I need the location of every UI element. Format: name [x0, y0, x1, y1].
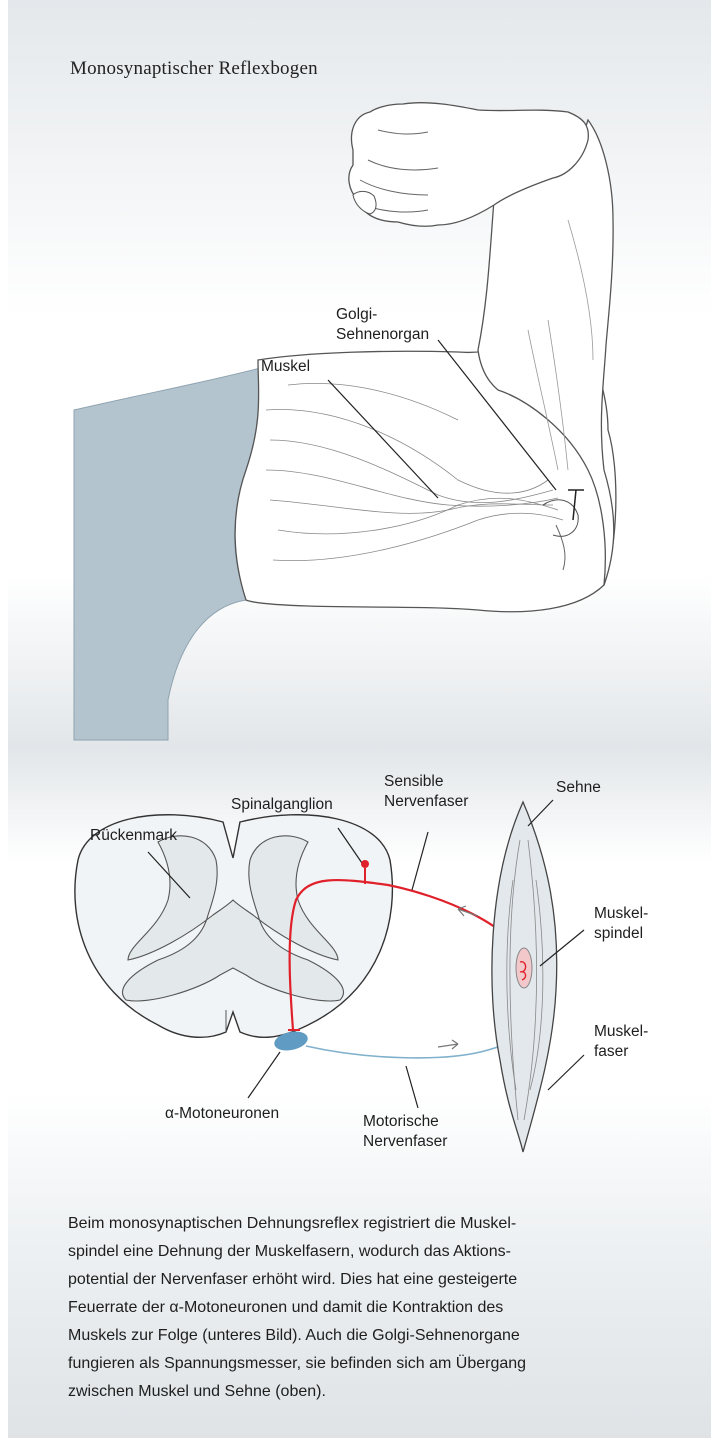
- label-motoneuronen: α-Motoneuronen: [165, 1104, 279, 1124]
- motorische-leader: [406, 1066, 418, 1108]
- sensible-leader: [412, 832, 428, 890]
- motoneuron-leader: [248, 1052, 280, 1098]
- label-muskelspindel: Muskel- spindel: [594, 904, 648, 944]
- label-muskelfaser: Muskel- faser: [594, 1022, 648, 1062]
- muskelspindel-body: [516, 948, 532, 988]
- muskelfaser-leader: [548, 1055, 584, 1090]
- label-sehne: Sehne: [556, 778, 601, 798]
- label-motorische-nervenfaser: Motorische Nervenfaser: [363, 1112, 447, 1152]
- spinal-diagram: [8, 0, 711, 1200]
- label-rueckenmark: Rückenmark: [90, 826, 177, 846]
- caption-line: Feuerrate der α-Motoneuronen und damit d…: [68, 1294, 668, 1322]
- caption-line: Beim monosynaptischen Dehnungsreflex reg…: [68, 1210, 668, 1238]
- sehne-leader: [528, 800, 553, 826]
- caption-line: Muskels zur Folge (unteres Bild). Auch d…: [68, 1322, 668, 1350]
- label-spinalganglion: Spinalganglion: [231, 795, 333, 815]
- caption-line: spindel eine Dehnung der Muskelfasern, w…: [68, 1238, 668, 1266]
- label-sensible-nervenfaser: Sensible Nervenfaser: [384, 772, 468, 812]
- caption-line: zwischen Muskel und Sehne (oben).: [68, 1378, 668, 1406]
- figure-panel: Monosynaptischer Reflexbogen: [8, 0, 711, 1438]
- caption-line: fungieren als Spannungsmesser, sie befin…: [68, 1350, 668, 1378]
- figure-caption: Beim monosynaptischen Dehnungsreflex reg…: [68, 1210, 668, 1406]
- caption-line: potential der Nervenfaser erhöht wird. D…: [68, 1266, 668, 1294]
- spinalganglion-dot: [361, 860, 369, 868]
